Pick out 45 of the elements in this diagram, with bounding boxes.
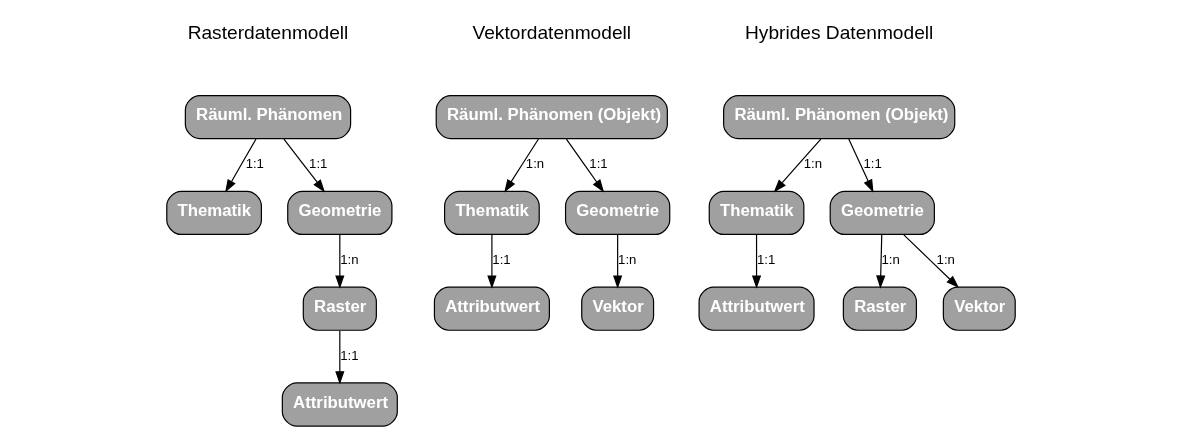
node-box: Thematik [708, 190, 805, 236]
arrow [773, 138, 822, 193]
arrow [903, 234, 960, 289]
edge-label: 1:1 [589, 156, 608, 172]
edge-label: 1:1 [340, 347, 359, 363]
arrow [613, 234, 623, 289]
node-box: Raster [842, 286, 917, 331]
edge-label: 1:n [618, 252, 637, 268]
edge-label: 1:1 [309, 156, 328, 172]
arrow [504, 138, 540, 193]
arrow [487, 234, 497, 289]
node-box: Attributwert [433, 286, 550, 331]
node-box: Vektor [581, 286, 655, 331]
edge-label: 1:1 [245, 156, 264, 172]
arrow [283, 138, 326, 193]
edge-label: 1:1 [756, 252, 776, 268]
label: Vektordatenmodell [472, 22, 632, 44]
node-box: Räuml. Phänomen (Objekt) [723, 94, 956, 140]
edge-label: 1:n [936, 252, 955, 268]
node-box: Attributwert [281, 382, 398, 427]
edge-label: 1:n [881, 252, 900, 268]
arrow [225, 138, 257, 193]
label: Rasterdatenmodell [187, 22, 349, 44]
edge-label: 1:n [803, 156, 822, 172]
arrow [565, 138, 605, 193]
edge-label: 1:1 [492, 252, 511, 268]
arrow [335, 234, 345, 289]
node-box: Räuml. Phänomen [184, 94, 352, 140]
arrow [751, 234, 762, 289]
node-box: Geometrie [564, 190, 671, 236]
node-box: Geometrie [829, 190, 935, 236]
node-box: Räuml. Phänomen (Objekt) [435, 94, 668, 140]
node-box: Raster [302, 286, 377, 331]
node-box: Attributwert [698, 286, 815, 331]
arrow [876, 234, 886, 289]
arrow [335, 330, 345, 385]
node-box: Geometrie [287, 190, 393, 236]
node-box: Thematik [166, 190, 262, 236]
node-box: Vektor [942, 286, 1016, 331]
node-box: Thematik [444, 190, 540, 236]
edge-label: 1:n [340, 252, 359, 268]
edge-label: 1:n [525, 156, 545, 172]
label: Hybrides Datenmodell [745, 22, 934, 44]
arrow [848, 138, 874, 193]
edge-label: 1:1 [863, 156, 882, 172]
